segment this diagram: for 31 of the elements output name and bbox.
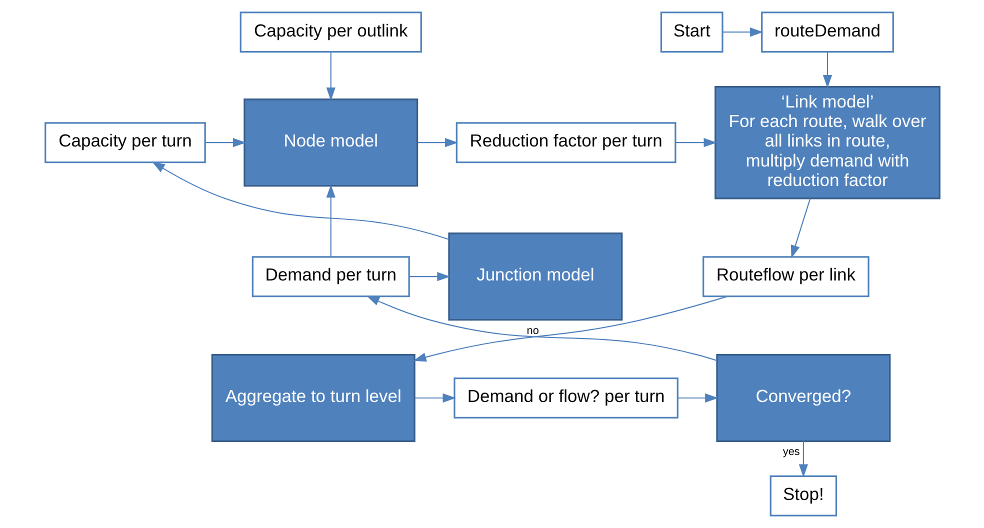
- arrow: [822, 52, 832, 88]
- arrow: [798, 441, 808, 478]
- node-box: Aggregate to turn level: [210, 354, 415, 442]
- node-box: Capacity per outlink: [239, 12, 422, 53]
- arrow: [677, 393, 718, 403]
- node-box: Capacity per turn: [44, 122, 206, 164]
- node-box: routeDemand: [760, 12, 894, 53]
- arrow: [412, 296, 728, 362]
- node-box: Start: [660, 12, 723, 53]
- node-box: Converged?: [716, 354, 890, 442]
- arrow: [675, 138, 716, 148]
- node-box: Node model: [243, 98, 418, 187]
- node-box: Junction model: [448, 232, 622, 321]
- node-box: Stop!: [769, 475, 837, 516]
- arrow: [790, 198, 810, 258]
- node-box: Demand or flow? per turn: [453, 378, 678, 418]
- arrow: [414, 393, 456, 403]
- arrow: [722, 28, 763, 37]
- arrow: [326, 52, 335, 101]
- node-box: ‘Link model’ For each route, walk over all links in route, multiply demand with reduction factor: [714, 86, 940, 200]
- arrow: [204, 138, 246, 148]
- arrow: [408, 272, 450, 282]
- arrow: [151, 162, 448, 240]
- edge-label: yes: [782, 446, 800, 458]
- arrow: [326, 184, 335, 257]
- node-box: Demand per turn: [251, 256, 410, 298]
- node-box: Reduction factor per turn: [455, 122, 676, 164]
- edge-label: no: [526, 324, 538, 337]
- arrow: [417, 138, 458, 148]
- node-box: Routeflow per link: [702, 256, 869, 298]
- arrow: [366, 296, 717, 362]
